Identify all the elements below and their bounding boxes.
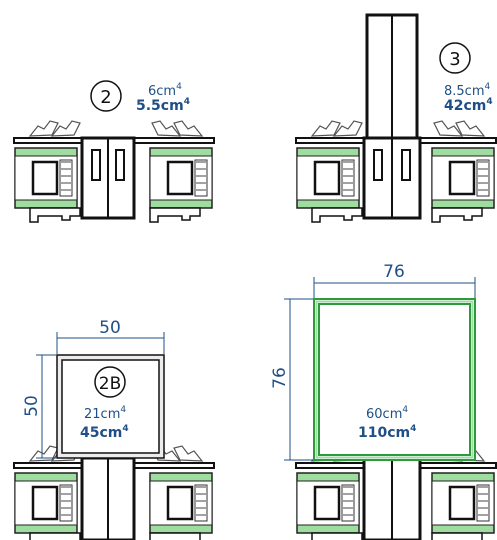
value-secondary: 21cm4: [84, 405, 126, 422]
sill-clip: [431, 532, 483, 540]
desiccant-box: [194, 159, 208, 197]
value-primary: 42cm4: [444, 97, 493, 114]
mullion-profile: [80, 456, 136, 540]
desiccant-box: [59, 159, 73, 197]
sill-clip: [431, 207, 483, 223]
spacer: [31, 485, 59, 521]
detail-label-circle: [94, 366, 126, 398]
gasket: [332, 120, 363, 137]
desiccant-box: [59, 484, 73, 522]
spacer: [31, 160, 59, 196]
gasket: [151, 120, 182, 137]
desiccant-box: [476, 484, 490, 522]
sill-clip: [311, 207, 363, 223]
glazing-assembly: [13, 120, 215, 223]
desiccant-box: [476, 159, 490, 197]
gasket: [173, 445, 204, 462]
svg-text:76: 76: [383, 262, 405, 282]
sill-clip: [149, 207, 201, 223]
value-secondary: 60cm4: [366, 405, 408, 422]
sill-clip: [149, 532, 201, 540]
gasket: [28, 120, 59, 137]
dimension-width: 50: [56, 318, 165, 354]
value-secondary: 6cm4: [148, 82, 182, 99]
gasket: [173, 120, 204, 137]
detail-label: 2B: [99, 374, 121, 394]
spacer: [313, 485, 341, 521]
detail-2b: 50 50 2B 21cm4 45cm4: [13, 318, 215, 540]
sill-clip: [29, 532, 81, 540]
spacer: [166, 485, 194, 521]
svg-text:50: 50: [99, 318, 121, 338]
dimension-height: 50: [22, 354, 56, 459]
spacer: [313, 160, 341, 196]
spacer: [448, 485, 476, 521]
dimension-width: 76: [313, 262, 476, 298]
spacer: [166, 160, 194, 196]
mullion-profile: [362, 15, 422, 220]
desiccant-box: [341, 159, 355, 197]
svg-text:76: 76: [270, 367, 290, 389]
value-primary: 5.5cm4: [136, 97, 190, 114]
gasket: [28, 445, 59, 462]
value-primary: 110cm4: [358, 424, 416, 441]
sill-clip: [29, 207, 81, 223]
detail-label: 2: [100, 87, 111, 108]
spacer: [448, 160, 476, 196]
mullion-profile: [80, 136, 136, 220]
gasket: [455, 120, 486, 137]
desiccant-box: [341, 484, 355, 522]
svg-text:50: 50: [22, 395, 42, 417]
value-primary: 45cm4: [80, 424, 129, 441]
detail-label: 3: [449, 49, 460, 70]
detail-4: 76 76 60cm4 110cm4: [270, 262, 497, 540]
sill-clip: [311, 532, 363, 540]
detail-label-circle: [439, 42, 471, 74]
gasket: [310, 120, 341, 137]
value-secondary: 8.5cm4: [444, 82, 491, 99]
mullion-profile: [362, 456, 422, 540]
gasket: [50, 120, 81, 137]
detail-label-circle: [90, 80, 122, 112]
desiccant-box: [194, 484, 208, 522]
gasket: [433, 120, 464, 137]
dimension-height: 76: [270, 298, 313, 461]
detail-3: 3 8.5cm4 42cm4: [295, 13, 497, 223]
detail-2: 2 6cm4 5.5cm4: [13, 80, 215, 223]
